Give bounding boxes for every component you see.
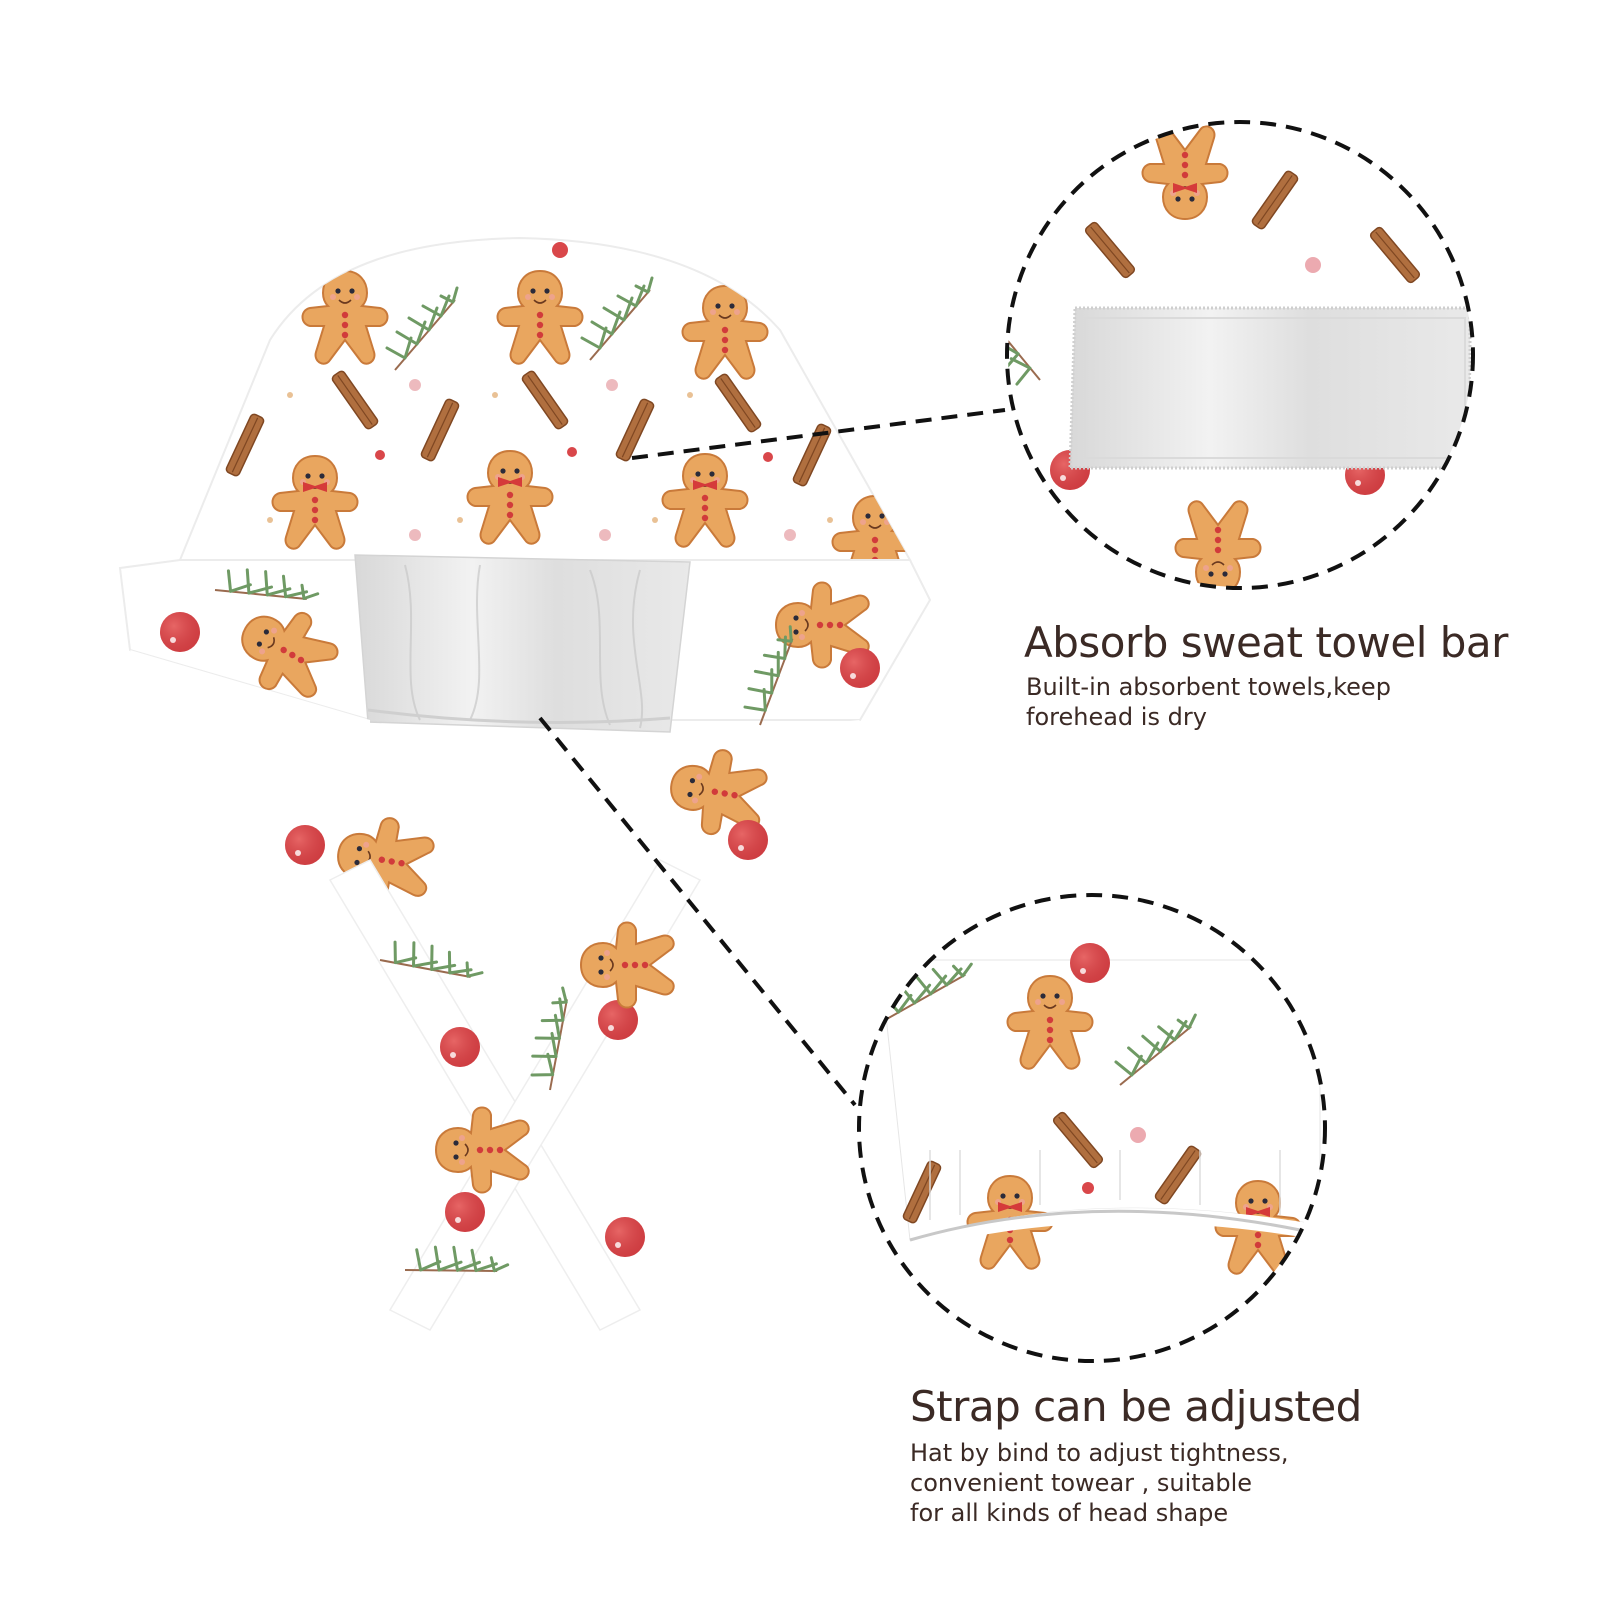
tie-strap-left (328, 859, 642, 1331)
callout-desc-sweat-towel: Built-in absorbent towels,keep forehead … (1026, 673, 1391, 731)
sweat-towel (354, 554, 691, 733)
callout-title-strap: Strap can be adjusted (910, 1382, 1362, 1431)
callout-desc-strap: Hat by bind to adjust tightness, conveni… (910, 1439, 1289, 1527)
callout-title-sweat-towel: Absorb sweat towel bar (1024, 618, 1508, 667)
towel-closeup (1005, 120, 1475, 590)
elastic-back-closeup (857, 893, 1327, 1363)
scrub-cap (118, 236, 932, 1331)
callout-circle (857, 893, 1327, 1363)
callout-circle (1005, 120, 1475, 590)
callout-leader-2 (538, 716, 857, 1107)
callout-leader-1 (631, 408, 1006, 460)
